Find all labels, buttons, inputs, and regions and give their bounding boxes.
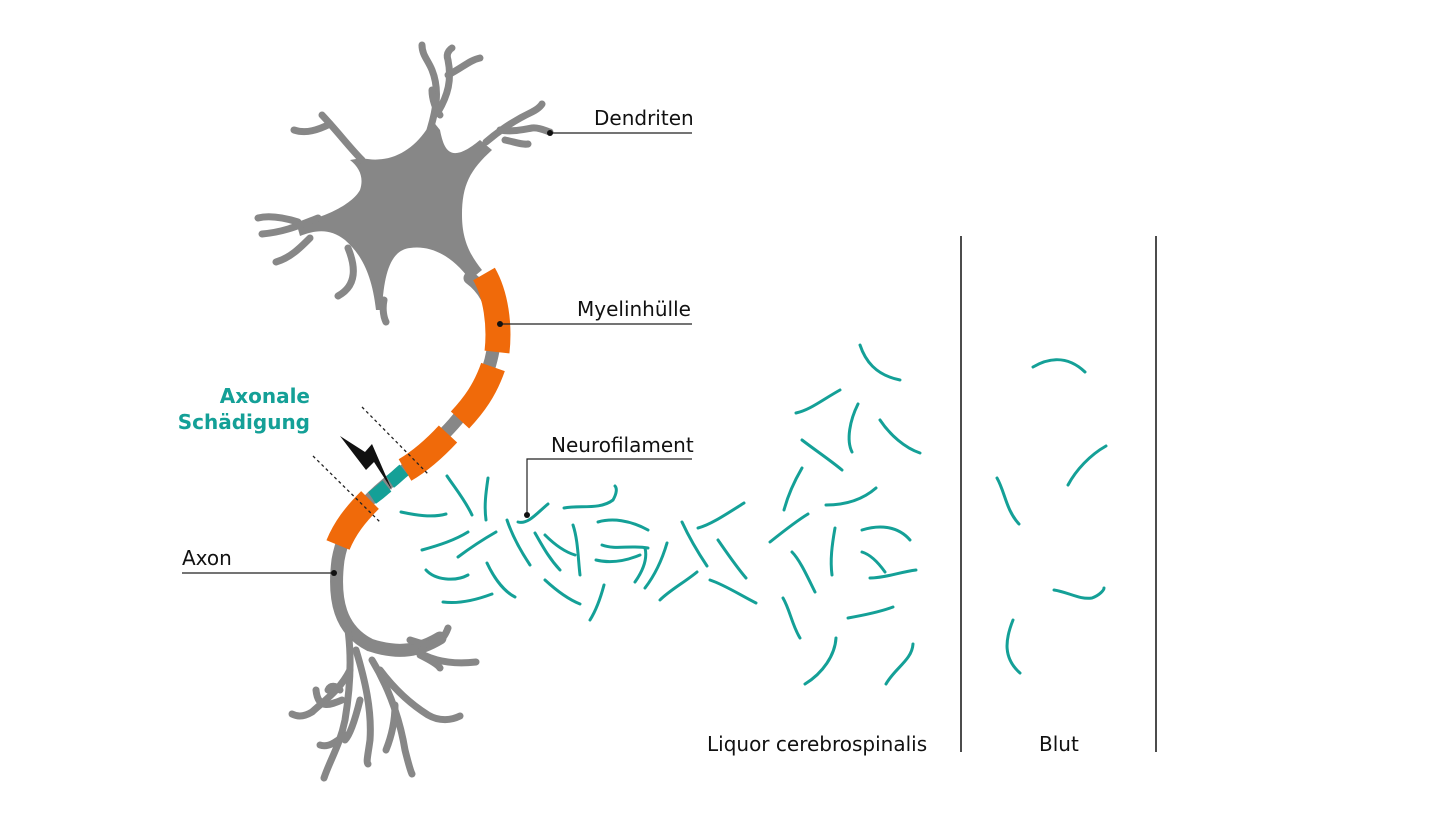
axon-terminals [288, 624, 480, 782]
label-axonal-damage-line1: Axonale [219, 384, 310, 408]
label-neurofilament: Neurofilament [551, 433, 694, 457]
label-blood: Blut [1039, 732, 1079, 756]
label-myelin: Myelinhülle [577, 297, 691, 321]
leader-dots [331, 130, 553, 576]
damaged-segment [368, 464, 409, 504]
myelin-segment-2 [450, 362, 505, 429]
myelin-segment-4 [326, 491, 379, 551]
compartment-dividers [960, 236, 1157, 752]
myelin-sheath [326, 267, 511, 551]
neuron [254, 41, 554, 782]
leader-lines [182, 132, 692, 574]
label-axonal-damage-line2: Schädigung [177, 410, 310, 435]
lightning-bolt-icon [340, 436, 392, 490]
myelin-segment-1 [472, 267, 511, 354]
damage-cut-lines [312, 406, 429, 524]
neurofilaments [399, 343, 1108, 686]
axon-shaft [330, 271, 502, 657]
label-csf: Liquor cerebrospinalis [707, 732, 928, 756]
dendrites [254, 41, 554, 326]
label-axonal-damage: Axonale Schädigung [178, 383, 310, 436]
soma [296, 120, 492, 310]
myelin-segment-3 [398, 425, 458, 481]
label-axon: Axon [182, 546, 232, 570]
label-dendrites: Dendriten [594, 106, 694, 130]
